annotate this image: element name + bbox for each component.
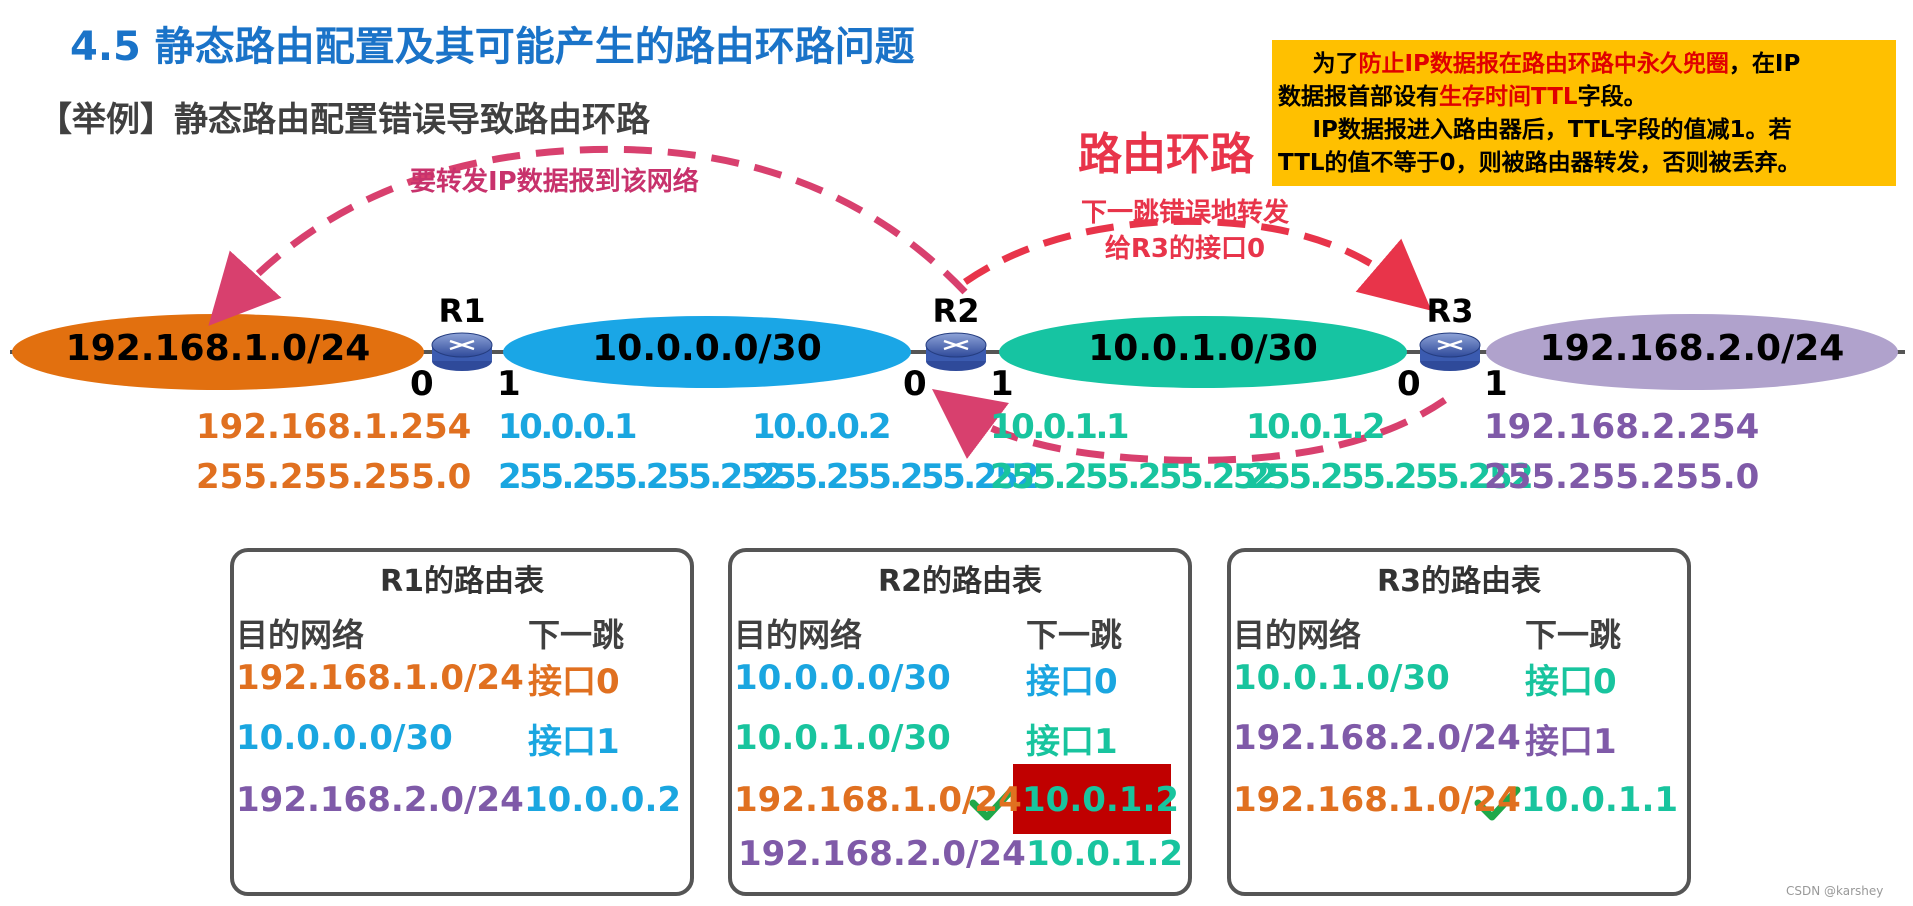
note-line-2: 数据报首部设有生存时间TTL字段。	[1278, 84, 1647, 110]
table-header-destination: 目的网络	[734, 616, 863, 654]
table-cell-next-hop: 接口1	[1525, 722, 1617, 762]
table-cell-destination: 192.168.1.0/24	[734, 780, 1022, 820]
loop-arrow-r2-to-r3	[963, 217, 1432, 311]
table-header-next-hop: 下一跳	[1525, 616, 1622, 654]
table-cell-destination: 192.168.2.0/24	[1233, 718, 1521, 758]
table-title: R2的路由表	[878, 564, 1042, 599]
table-cell-next-hop: 接口1	[1026, 722, 1118, 762]
table-cell-next-hop-wrong: 10.0.1.2	[1022, 780, 1180, 820]
router-label-r2: R2	[932, 292, 980, 330]
network-192-168-1-0	[12, 314, 424, 390]
table-cell-next-hop: 接口0	[1525, 662, 1617, 702]
table-cell-destination: 10.0.0.0/30	[236, 718, 453, 758]
routing-loop-explanation: 下一跳错误地转发 给R3的接口0	[1080, 198, 1289, 264]
router-label-r3: R3	[1426, 292, 1474, 330]
table-cell-destination: 192.168.2.0/24	[738, 834, 1026, 874]
table-cell-destination: 192.168.1.0/24	[1233, 780, 1521, 820]
table-title: R1的路由表	[380, 564, 544, 599]
network-10-0-0-0	[503, 316, 911, 388]
network-192-168-2-0	[1486, 314, 1898, 390]
table-cell-next-hop: 接口0	[528, 662, 620, 702]
port-label: 0	[1397, 364, 1421, 404]
network-label: 10.0.1.0/30	[1088, 328, 1318, 369]
table-cell-destination: 10.0.1.0/30	[734, 718, 951, 758]
table-header-next-hop: 下一跳	[528, 616, 625, 654]
routing-loop-title: 路由环路	[1078, 129, 1254, 180]
router-icon-r3	[1419, 332, 1481, 371]
table-cell-destination: 10.0.0.0/30	[734, 658, 951, 698]
router-icon-r2	[925, 332, 987, 371]
port-label: 1	[497, 364, 521, 404]
table-title: R3的路由表	[1377, 564, 1541, 599]
check-icon	[969, 786, 1016, 821]
routing-table-r2	[728, 548, 1192, 896]
forward-to-network-arrow	[208, 145, 968, 326]
table-cell-next-hop: 10.0.1.2	[1026, 834, 1184, 874]
table-cell-next-hop: 10.0.0.2	[524, 780, 682, 820]
table-cell-next-hop: 接口0	[1026, 662, 1118, 702]
wrong-next-hop-highlight	[1013, 764, 1171, 834]
note-line-4: TTL的值不等于0，则被路由器转发，否则被丢弃。	[1278, 150, 1801, 176]
page-subtitle: 【举例】静态路由配置错误导致路由环路	[38, 100, 650, 140]
table-cell-next-hop: 接口1	[528, 722, 620, 762]
table-cell-destination: 192.168.2.0/24	[236, 780, 524, 820]
table-header-next-hop: 下一跳	[1026, 616, 1123, 654]
table-header-destination: 目的网络	[1233, 616, 1362, 654]
port-label: 0	[903, 364, 927, 404]
port-label: 1	[1484, 364, 1508, 404]
table-cell-next-hop: 10.0.1.1	[1521, 780, 1679, 820]
network-label: 10.0.0.0/30	[592, 328, 822, 369]
watermark: CSDN @karshey	[1786, 884, 1884, 898]
ttl-note: 为了防止IP数据报在路由环路中永久兜圈，在IP 数据报首部设有生存时间TTL字段…	[1272, 40, 1896, 186]
network-10-0-1-0	[999, 316, 1407, 388]
loop-arrow-r3-to-r2	[931, 389, 1447, 464]
note-line-3: IP数据报进入路由器后，TTL字段的值减1。若	[1312, 117, 1792, 143]
router-label-r1: R1	[438, 292, 486, 330]
port-label: 1	[990, 364, 1014, 404]
port-label: 0	[410, 364, 434, 404]
network-label: 192.168.2.0/24	[1539, 328, 1845, 369]
router-icon-r1	[431, 332, 493, 371]
destination-label: 要转发IP数据报到该网络	[410, 167, 699, 197]
table-cell-destination: 192.168.1.0/24	[236, 658, 524, 698]
routing-table-r3	[1227, 548, 1691, 896]
check-icon	[1474, 786, 1521, 821]
page-title: 4.5 静态路由配置及其可能产生的路由环路问题	[70, 24, 915, 70]
routing-table-r1	[230, 548, 694, 896]
table-header-destination: 目的网络	[236, 616, 365, 654]
network-label: 192.168.1.0/24	[65, 328, 371, 369]
note-line-1: 为了防止IP数据报在路由环路中永久兜圈，在IP	[1312, 51, 1801, 77]
table-cell-destination: 10.0.1.0/30	[1233, 658, 1450, 698]
